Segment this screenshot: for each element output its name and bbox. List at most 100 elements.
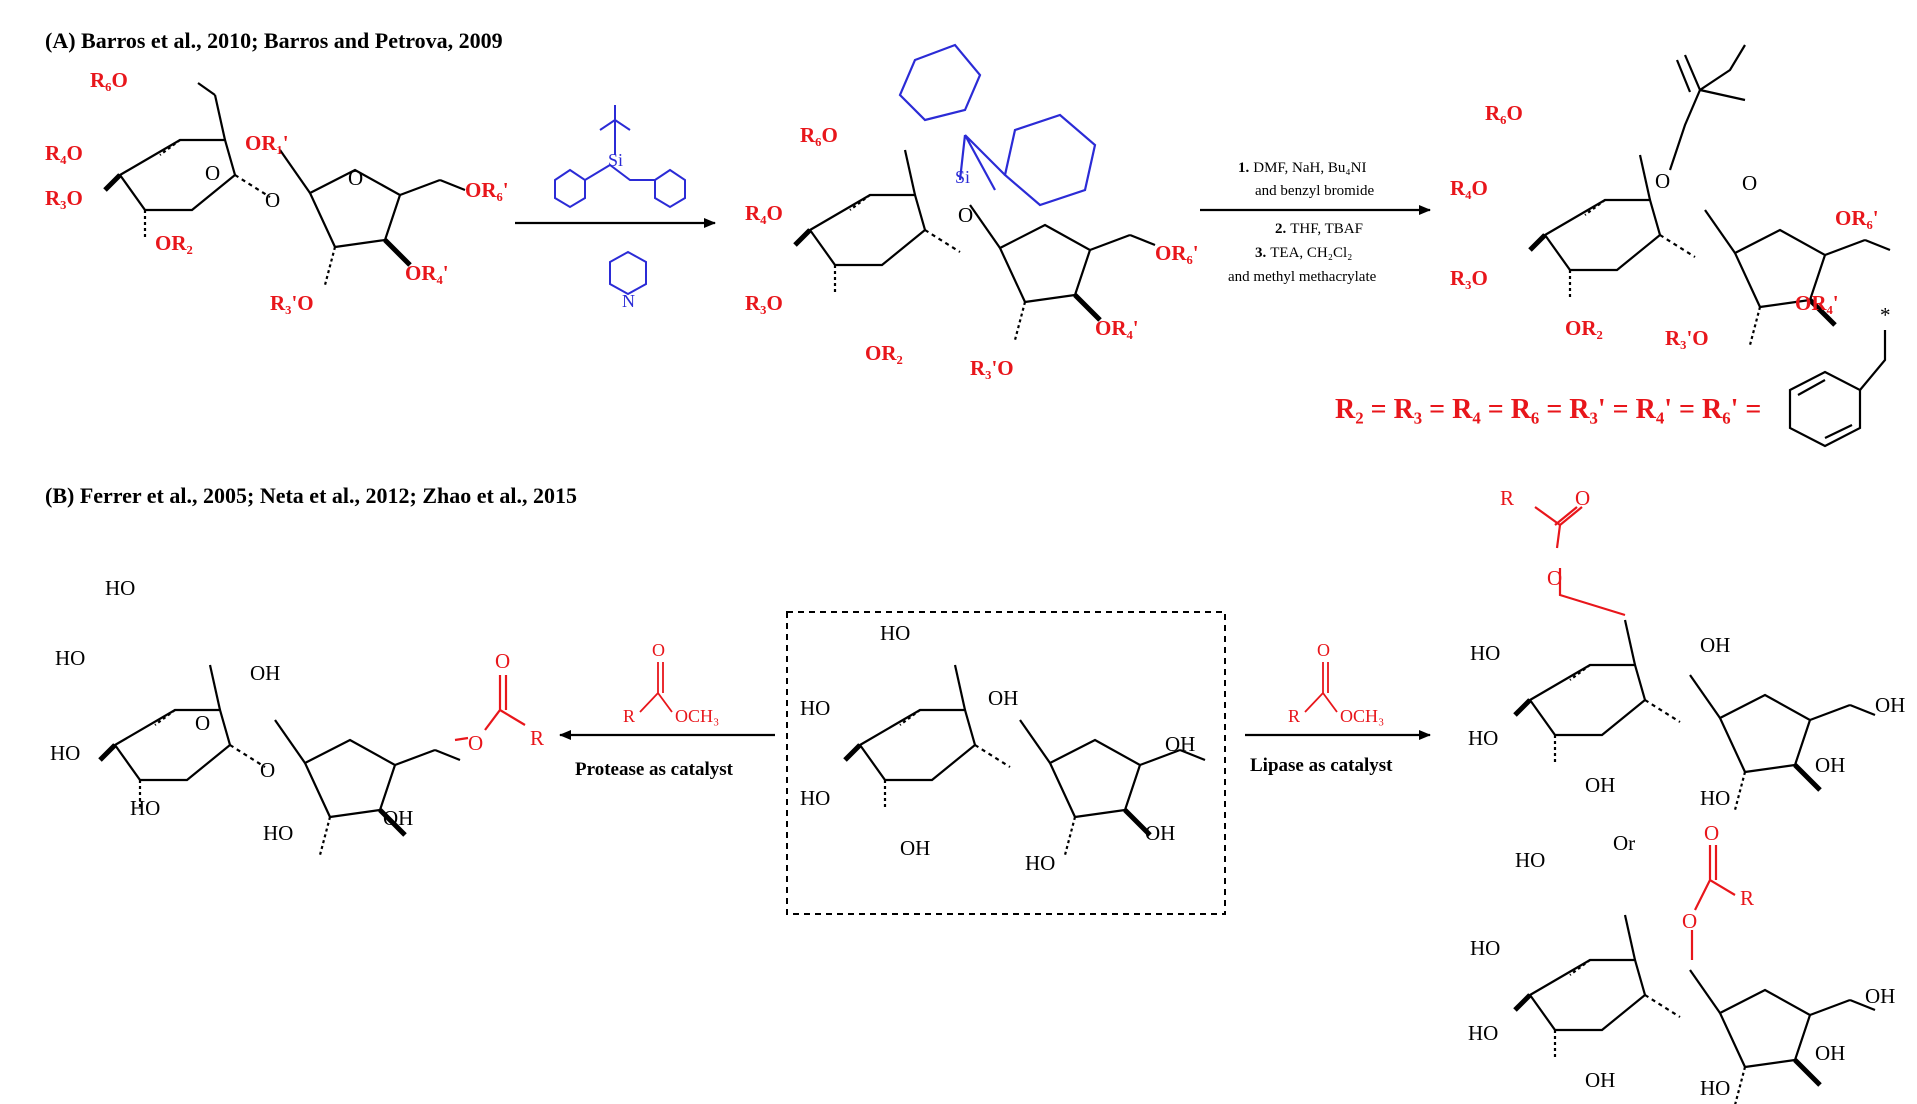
label-oh: OH xyxy=(1815,1041,1845,1065)
ester-oxygen: O xyxy=(1655,169,1670,193)
label-r3o: R₃O xyxy=(45,186,83,210)
label-ho: HO xyxy=(263,821,293,845)
svg-text:3.TEA, CH₂Cl₂: 3.TEA, CH₂Cl₂ xyxy=(1255,245,1352,261)
label-r: R xyxy=(1740,886,1754,910)
label-or6p: OR₆' xyxy=(465,178,509,202)
label-r3po: R₃'O xyxy=(1665,326,1709,350)
label-oh: OH xyxy=(1700,633,1730,657)
carbonyl-oxygen: O xyxy=(1704,821,1719,845)
label-ho: HO xyxy=(1468,726,1498,750)
label-r4o: R₄O xyxy=(1450,176,1488,200)
glycosidic-oxygen: O xyxy=(260,758,275,782)
label-r: R xyxy=(1500,486,1514,510)
carbonyl-oxygen: O xyxy=(652,640,665,660)
label-oh: OH xyxy=(900,836,930,860)
sucrose-box xyxy=(786,611,1226,915)
tbdps-reagent xyxy=(554,105,686,209)
ring-oxygen: O xyxy=(348,166,363,190)
a-step1: Si N xyxy=(515,105,716,311)
label-ho: HO xyxy=(50,741,80,765)
svg-text:1.DMF, NaH, Bu₄NI: 1.DMF, NaH, Bu₄NI xyxy=(1238,160,1366,176)
label-or1p: OR₁' xyxy=(245,131,289,155)
section-b-title: (B) Ferrer et al., 2005; Neta et al., 20… xyxy=(45,483,577,508)
label-r6o: R₆O xyxy=(800,123,838,147)
label-or4p: OR₄' xyxy=(1795,291,1839,315)
ester-oxygen: O xyxy=(468,731,483,755)
b-protease-step: R O OCH₃ Protease as catalyst xyxy=(559,640,775,780)
carbonyl-oxygen: O xyxy=(1317,640,1330,660)
label-ho: HO xyxy=(880,621,910,645)
label-oh: OH xyxy=(1875,693,1905,717)
label-or4p: OR₄' xyxy=(1095,316,1139,340)
ester-oxygen: O xyxy=(1547,566,1562,590)
label-r4o: R₄O xyxy=(45,141,83,165)
carbonyl-oxygen: O xyxy=(1575,486,1590,510)
label-ho: HO xyxy=(105,576,135,600)
carbonyl-oxygen: O xyxy=(495,649,510,673)
b-center-sucrose: HO HO HO OH OH HO OH OH xyxy=(800,621,1205,875)
label-si: Si xyxy=(608,150,623,170)
tbdps-group xyxy=(898,43,1097,207)
silyl-ether-oxygen: O xyxy=(958,203,973,227)
glycosidic-oxygen: O xyxy=(265,188,280,212)
label-ho: HO xyxy=(1700,786,1730,810)
svg-text:2.THF, TBAF: 2.THF, TBAF xyxy=(1275,221,1363,237)
attachment-star: * xyxy=(1880,303,1891,327)
label-r3o: R₃O xyxy=(1450,266,1488,290)
label-or2: OR₂ xyxy=(865,341,903,365)
label-ho: HO xyxy=(800,696,830,720)
label-n: N xyxy=(622,291,635,311)
label-r: R xyxy=(530,726,544,750)
or-label: Or xyxy=(1613,831,1635,855)
label-ho: HO xyxy=(1700,1076,1730,1100)
label-oh: OH xyxy=(988,686,1018,710)
label-r: R xyxy=(1288,706,1300,726)
ring-oxygen: O xyxy=(195,711,210,735)
label-ho: HO xyxy=(1470,936,1500,960)
b-right-product-bottom: HO HO HO OH HO OH OH xyxy=(1468,848,1895,1104)
label-ho: HO xyxy=(55,646,85,670)
b-left-product: HO HO HO HO OH HO OH O O xyxy=(50,576,460,855)
protease-label: Protease as catalyst xyxy=(575,759,734,780)
a-intermediate-molecule: R₆O R₄O R₃O OR₂ OR₆' R₃'O OR₄' O xyxy=(745,123,1199,380)
a-product-molecule: R₆O R₄O R₃O OR₂ OR₆' R₃'O OR₄' xyxy=(1450,101,1890,350)
a-start-molecule: R₆O R₄O R₃O OR₂ OR₁' OR₆' R₃'O OR₄' O O … xyxy=(45,68,509,315)
label-ho: HO xyxy=(130,796,160,820)
label-or2: OR₂ xyxy=(155,231,193,255)
lipase-label: Lipase as catalyst xyxy=(1250,755,1393,776)
b-left-ester xyxy=(454,675,526,742)
cond-num-2: 2. xyxy=(1275,221,1287,237)
label-ho: HO xyxy=(800,786,830,810)
label-or6p: OR₆' xyxy=(1835,206,1879,230)
label-or2: OR₂ xyxy=(1565,316,1603,340)
section-a-title: (A) Barros et al., 2010; Barros and Petr… xyxy=(45,28,503,53)
label-r4o: R₄O xyxy=(745,201,783,225)
label-si: Si xyxy=(955,167,970,187)
methacrylate-group xyxy=(1668,44,1746,171)
label-ho: HO xyxy=(1025,851,1055,875)
benzyl-icon xyxy=(1788,330,1887,448)
label-or4p: OR₄' xyxy=(405,261,449,285)
pyridine-icon xyxy=(609,250,647,296)
label-r6o: R₆O xyxy=(90,68,128,92)
label-oh: OH xyxy=(1815,753,1845,777)
b-right-top-ester xyxy=(1534,506,1626,617)
rgroup-rule: R₂ = R₃ = R₄ = R₆ = R₃' = R₄' = R₆' = xyxy=(1335,394,1761,425)
b-right-product-top: HO HO OH OH HO OH OH xyxy=(1468,620,1905,810)
cond-num-3: 3. xyxy=(1255,245,1267,261)
label-r3o: R₃O xyxy=(745,291,783,315)
label-r3po: R₃'O xyxy=(270,291,314,315)
cond-line1: DMF, NaH, Bu₄NI xyxy=(1253,160,1366,176)
label-r6o: R₆O xyxy=(1485,101,1523,125)
label-or6p: OR₆' xyxy=(1155,241,1199,265)
cond-line3: THF, TBAF xyxy=(1290,221,1363,237)
carbonyl-oxygen: O xyxy=(1742,171,1757,195)
label-ho: HO xyxy=(1515,848,1545,872)
label-r: R xyxy=(623,706,635,726)
label-oh: OH xyxy=(1165,732,1195,756)
cond-line5: and methyl methacrylate xyxy=(1228,269,1377,285)
ester-oxygen: O xyxy=(1682,909,1697,933)
label-och3: OCH₃ xyxy=(675,706,719,726)
b-lipase-step: R O OCH₃ Lipase as catalyst xyxy=(1245,640,1431,776)
label-oh: OH xyxy=(250,661,280,685)
